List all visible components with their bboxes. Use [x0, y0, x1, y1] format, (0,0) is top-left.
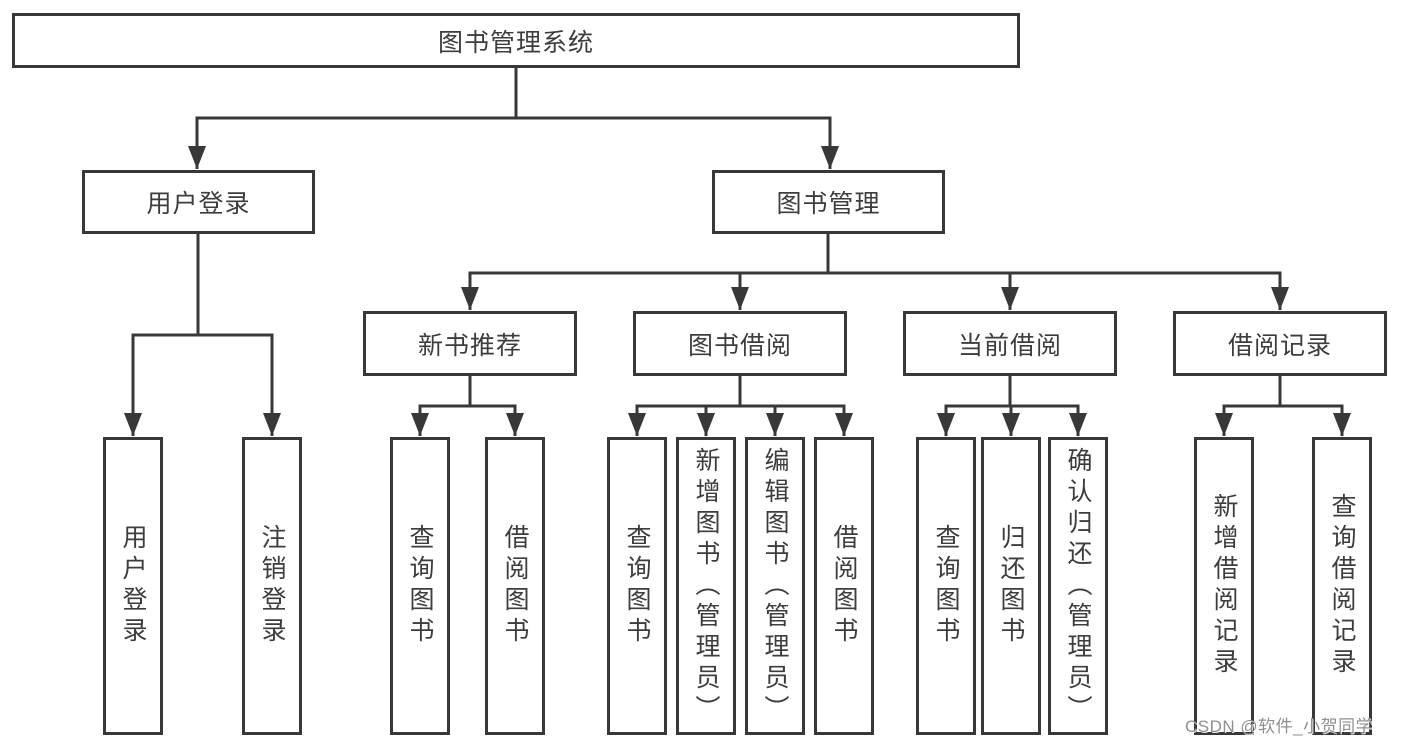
leaf-borrow-books-recommend: 借阅图书: [485, 437, 545, 735]
node-user-login: 用户登录: [82, 170, 315, 234]
leaf-edit-books-admin: 编辑图书（管理员）: [745, 437, 805, 735]
connector-trunk: [131, 68, 1344, 408]
watermark: CSDN @软件_小贺同学: [1185, 717, 1374, 736]
node-borrowing-records: 借阅记录: [1173, 311, 1387, 376]
leaf-user-login: 用户登录: [103, 437, 163, 735]
leaf-logout-login: 注销登录: [242, 437, 302, 735]
leaf-add-books-admin: 新增图书（管理员）: [676, 437, 736, 735]
connector-trunks: [131, 68, 1344, 408]
leaf-query-books-borrowing: 查询图书: [607, 437, 667, 735]
leaf-return-books: 归还图书: [981, 437, 1041, 735]
node-new-book-recommend: 新书推荐: [363, 311, 577, 376]
node-book-borrowing: 图书借阅: [633, 311, 847, 376]
leaf-add-borrow-record: 新增借阅记录: [1194, 437, 1254, 735]
leaf-confirm-return-admin: 确认归还（管理员）: [1048, 437, 1108, 735]
leaf-borrow-books-borrowing: 借阅图书: [814, 437, 874, 735]
leaf-query-books-current: 查询图书: [916, 437, 976, 735]
node-root: 图书管理系统: [12, 13, 1020, 68]
connector-arrows: [124, 118, 1351, 436]
leaf-query-borrow-record: 查询借阅记录: [1312, 437, 1372, 735]
node-current-borrowing: 当前借阅: [903, 311, 1117, 376]
node-book-management: 图书管理: [712, 170, 945, 234]
leaf-query-books-recommend: 查询图书: [390, 437, 450, 735]
